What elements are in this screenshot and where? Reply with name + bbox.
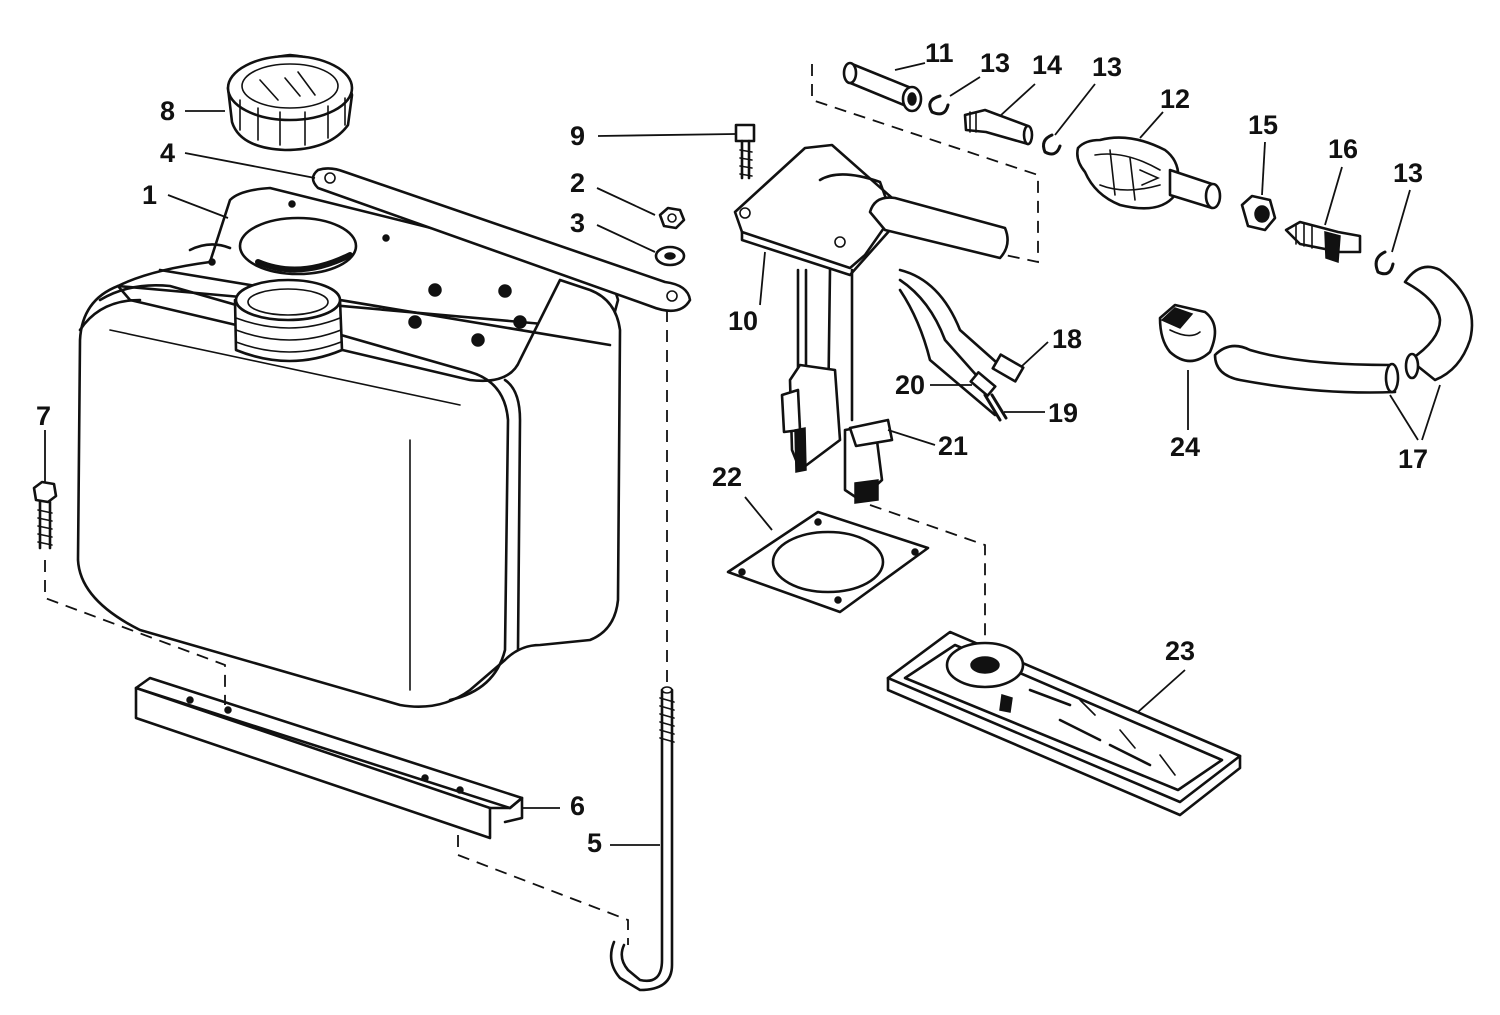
- part-nut: [658, 206, 686, 230]
- part-filter-screen: [886, 630, 1242, 817]
- part-mounting-bracket: [134, 676, 524, 840]
- callout-12: 12: [1160, 84, 1190, 114]
- callout-13-first: 13: [980, 48, 1010, 78]
- part-j-bolt: [609, 686, 675, 992]
- part-gasket: [726, 510, 930, 614]
- part-screw-7: [32, 480, 58, 550]
- callout-8: 8: [160, 96, 175, 126]
- callout-1: 1: [142, 180, 157, 210]
- part-fuel-tank: [76, 186, 622, 708]
- callout-23: 23: [1165, 636, 1195, 666]
- part-fitting-16: [1284, 220, 1362, 264]
- callout-24: 24: [1170, 432, 1200, 462]
- part-clamp-13b: [1042, 133, 1062, 156]
- callout-3: 3: [570, 208, 585, 238]
- part-collar-15: [1240, 194, 1277, 232]
- callout-10: 10: [728, 306, 758, 336]
- part-terminal-19: [983, 393, 1008, 422]
- callout-4: 4: [160, 138, 175, 168]
- part-primer-bulb: [1076, 136, 1222, 210]
- callout-6: 6: [570, 791, 585, 821]
- part-fuel-pickup-assembly: [733, 143, 1025, 504]
- callout-18: 18: [1052, 324, 1082, 354]
- callout-19: 19: [1048, 398, 1078, 428]
- part-washer: [654, 245, 686, 267]
- callout-7: 7: [36, 401, 51, 431]
- callout-5: 5: [587, 828, 602, 858]
- part-clamp-13a: [928, 94, 950, 116]
- callout-22: 22: [712, 462, 742, 492]
- callout-16: 16: [1328, 134, 1358, 164]
- callout-21: 21: [938, 431, 968, 461]
- callout-9: 9: [570, 121, 585, 151]
- callout-15: 15: [1248, 110, 1278, 140]
- leader-lines: [44, 62, 1441, 846]
- callout-11: 11: [925, 38, 954, 68]
- assembly-guide-lines: [44, 64, 1039, 945]
- part-clamp-13c: [1374, 250, 1395, 276]
- part-fitting-14: [963, 108, 1034, 146]
- callout-17: 17: [1398, 444, 1428, 474]
- part-screw-9: [734, 123, 756, 180]
- callout-labels: 1 2 3 4 5 6 7 8 9 10 11 12 13 14 13 15 1…: [36, 38, 1428, 858]
- part-fuel-cap: [226, 53, 354, 152]
- part-hose-clamp: [1158, 303, 1217, 363]
- part-hose-11: [842, 61, 923, 113]
- part-hold-down-strap: [311, 167, 692, 313]
- callout-13-third: 13: [1393, 158, 1423, 188]
- callout-2: 2: [570, 168, 585, 198]
- callout-14: 14: [1032, 50, 1062, 80]
- part-fuel-hose: [1213, 265, 1474, 394]
- callout-20: 20: [895, 370, 925, 400]
- callout-13-second: 13: [1092, 52, 1122, 82]
